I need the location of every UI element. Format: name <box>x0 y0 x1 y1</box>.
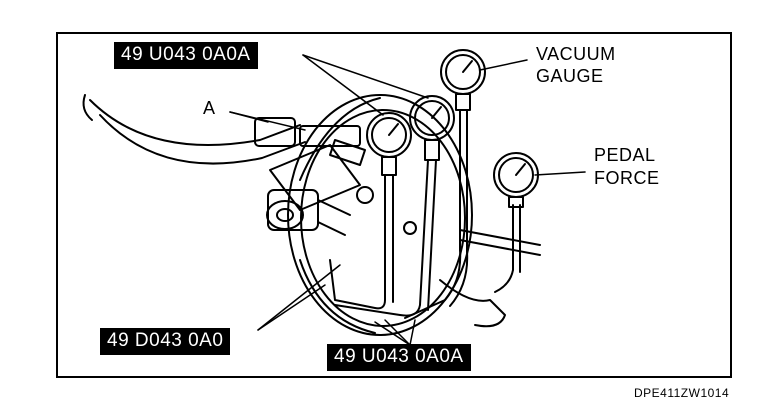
tool-label-bottom-left: 49 D043 0A0 <box>100 328 231 355</box>
label-a: A <box>203 98 216 118</box>
vacuum-gauge-label-line1: VACUUM <box>536 44 616 64</box>
tool-label-top: 49 U043 0A0A <box>114 42 258 69</box>
figure-code: DPE411ZW1014 <box>634 386 730 400</box>
gauge-1 <box>366 112 412 176</box>
vacuum-gauge <box>440 49 486 111</box>
pedal-force-label-line1: PEDAL <box>594 145 656 165</box>
tool-label-bottom-right: 49 U043 0A0A <box>327 344 471 371</box>
vacuum-hose <box>82 94 306 165</box>
diagram-frame <box>56 32 732 378</box>
brake-booster <box>287 94 473 336</box>
master-cylinder <box>266 144 361 236</box>
vacuum-gauge-label-line2: GAUGE <box>536 66 604 86</box>
gauge-2 <box>409 95 455 161</box>
pedal-force-gauge <box>493 152 539 208</box>
gauge-hoses <box>329 109 521 319</box>
leader-lines <box>229 54 586 346</box>
booster-fitting <box>356 186 417 235</box>
pedal-force-label-line2: FORCE <box>594 168 660 188</box>
push-rod <box>439 229 541 328</box>
